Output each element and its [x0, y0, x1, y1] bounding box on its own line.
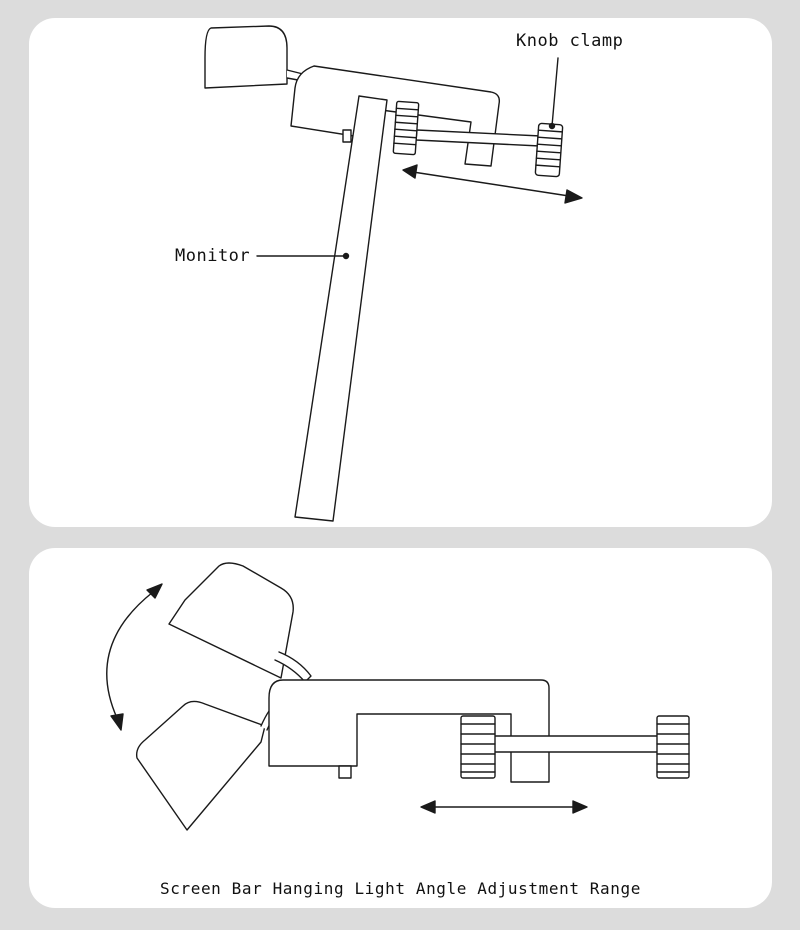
monitor-panel	[294, 95, 388, 522]
lamp-head-icon	[204, 25, 288, 89]
lamp-head-upper-icon	[168, 562, 294, 679]
knob-clamp-label: Knob clamp	[516, 31, 624, 51]
clamp-adjust-arrow-lower-icon	[420, 800, 588, 814]
diagram-caption: Screen Bar Hanging Light Angle Adjustmen…	[160, 879, 641, 898]
clamp-side-view	[204, 25, 583, 522]
top-diagram-panel: Knob clamp Monitor	[29, 18, 772, 527]
threaded-rod	[415, 129, 542, 147]
clamp-foot-lower	[338, 765, 352, 779]
clamp-body	[290, 65, 501, 167]
lamp-arm-upper	[274, 651, 312, 683]
outer-knob-lower-icon	[656, 715, 690, 779]
threaded-rod-lower	[490, 735, 662, 753]
clamp-adjust-arrow-icon	[402, 164, 583, 204]
rotation-range-arrow-icon	[106, 583, 163, 731]
angle-range-view	[106, 562, 690, 831]
knob-clamp-leader	[551, 57, 559, 127]
bottom-diagram-panel: Screen Bar Hanging Light Angle Adjustmen…	[29, 548, 772, 908]
monitor-label: Monitor	[175, 246, 251, 266]
inner-knob-icon	[392, 100, 420, 156]
lamp-head-lower-icon	[135, 700, 266, 831]
clamp-foot	[342, 129, 352, 143]
inner-knob-lower-icon	[460, 715, 496, 779]
outer-knob-icon	[534, 122, 564, 178]
clamp-body-lower	[268, 679, 550, 783]
